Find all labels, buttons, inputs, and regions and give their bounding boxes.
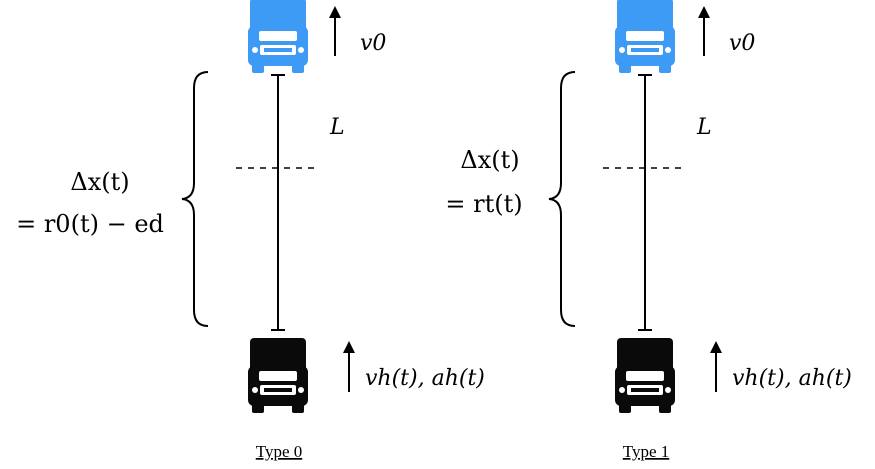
gap-brace	[548, 71, 576, 327]
lead-velocity-label: v0	[729, 31, 755, 56]
distance-label: L	[329, 115, 345, 140]
spacing-line	[638, 74, 652, 331]
ego-velocity-label: vh(t), ah(t)	[365, 366, 485, 391]
ego-velocity-label: vh(t), ah(t)	[732, 366, 852, 391]
panel-caption: Type 0	[256, 442, 303, 461]
panel-type-0: v0 L Δx(t) = r0(t) − ed vh(t), ah(t) Typ…	[16, 0, 485, 461]
gap-label-line2: = r0(t) − ed	[16, 210, 164, 238]
ego-vehicle-icon	[615, 338, 675, 413]
panel-caption: Type 1	[623, 442, 670, 461]
gap-label-line1: Δx(t)	[70, 168, 129, 196]
spacing-line	[271, 74, 285, 331]
lead-vehicle-icon	[248, 0, 308, 73]
gap-brace	[181, 71, 209, 327]
gap-label-line2: = rt(t)	[445, 190, 522, 218]
lead-vehicle-icon	[615, 0, 675, 73]
ego-vehicle-icon	[248, 338, 308, 413]
panel-type-1: v0 L Δx(t) = rt(t) vh(t), ah(t) Type 1	[445, 0, 852, 461]
distance-label: L	[696, 115, 712, 140]
gap-label-line1: Δx(t)	[460, 146, 519, 174]
lead-velocity-label: v0	[360, 31, 386, 56]
